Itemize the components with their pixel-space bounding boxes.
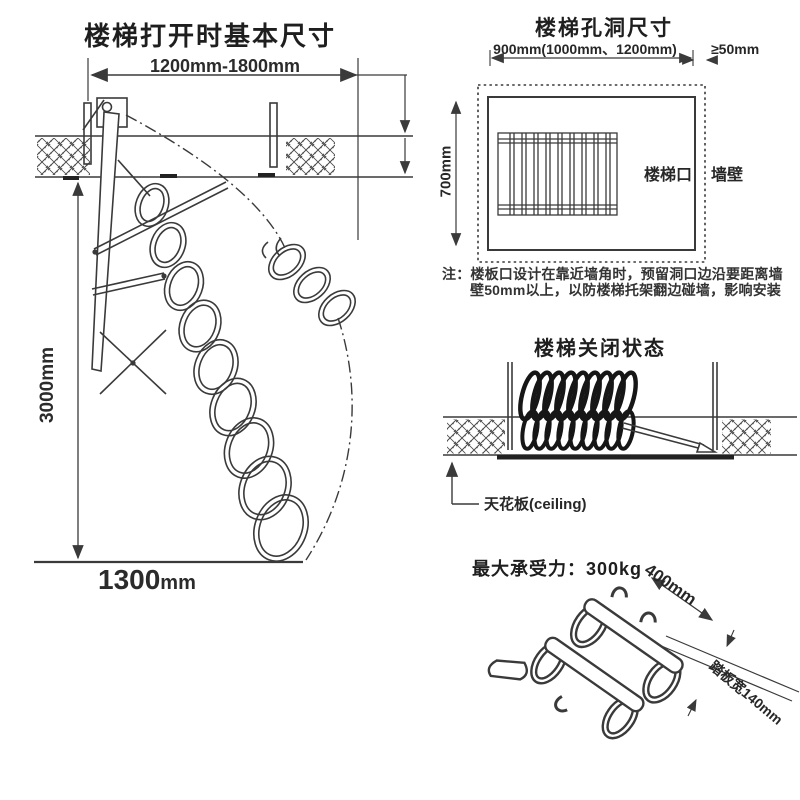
- door-panel: [91, 111, 120, 372]
- hole-diagram: [450, 50, 718, 263]
- floor-distance-value: 1300: [98, 564, 161, 595]
- ladder-plan-slats: [497, 132, 618, 216]
- install-note-line1: 注：楼板口设计在靠近墙角时，预留洞口边沿要距离墙: [442, 266, 783, 282]
- closed-state-diagram: [443, 362, 797, 505]
- floor-distance-unit: mm: [160, 572, 196, 594]
- wall-outline-dashed: [477, 84, 706, 263]
- max-load-label: 最大承受力：300kg: [472, 559, 643, 579]
- hole-title: 楼梯孔洞尺寸: [535, 17, 673, 40]
- width-range-dimension-label: 1200mm-1800mm: [149, 56, 301, 76]
- phantom-chain: [261, 237, 357, 327]
- opening-label: 楼梯口: [643, 167, 692, 184]
- closed-state-title: 楼梯关闭状态: [534, 338, 666, 360]
- step-length-dimension: [650, 577, 714, 621]
- wall-hatch-left-closed: [447, 419, 505, 454]
- scissor-chain: [134, 182, 309, 562]
- open-state-diagram: [34, 58, 413, 564]
- closed-door-panel: [497, 455, 734, 460]
- wall-hatch-left: [37, 138, 90, 175]
- install-note-line2: 壁50mm以上，以防楼梯托架翻边碰墙，影响安装: [470, 282, 782, 298]
- height-dimension-label: 3000mm: [37, 346, 58, 424]
- wall-label: 墙壁: [711, 167, 744, 184]
- folded-ladder-bundle: [518, 370, 638, 451]
- wall-hatch-right: [286, 138, 335, 175]
- wall-hatch-right-closed: [722, 419, 771, 454]
- open-state-title: 楼梯打开时基本尺寸: [83, 21, 336, 51]
- wall-gap-label: ≥50mm: [711, 41, 760, 57]
- swing-arc-lower: [305, 317, 353, 561]
- hole-depth-label: 700mm: [437, 145, 455, 198]
- swing-arc-upper: [125, 114, 286, 249]
- floor-distance-label: 1300mm: [98, 564, 196, 596]
- hole-width-label: 900mm(1000mm、1200mm): [493, 41, 677, 57]
- opening-rect: [487, 96, 696, 251]
- step-detail-diagram: [487, 577, 800, 740]
- ceiling-label: 天花板(ceiling): [484, 496, 587, 513]
